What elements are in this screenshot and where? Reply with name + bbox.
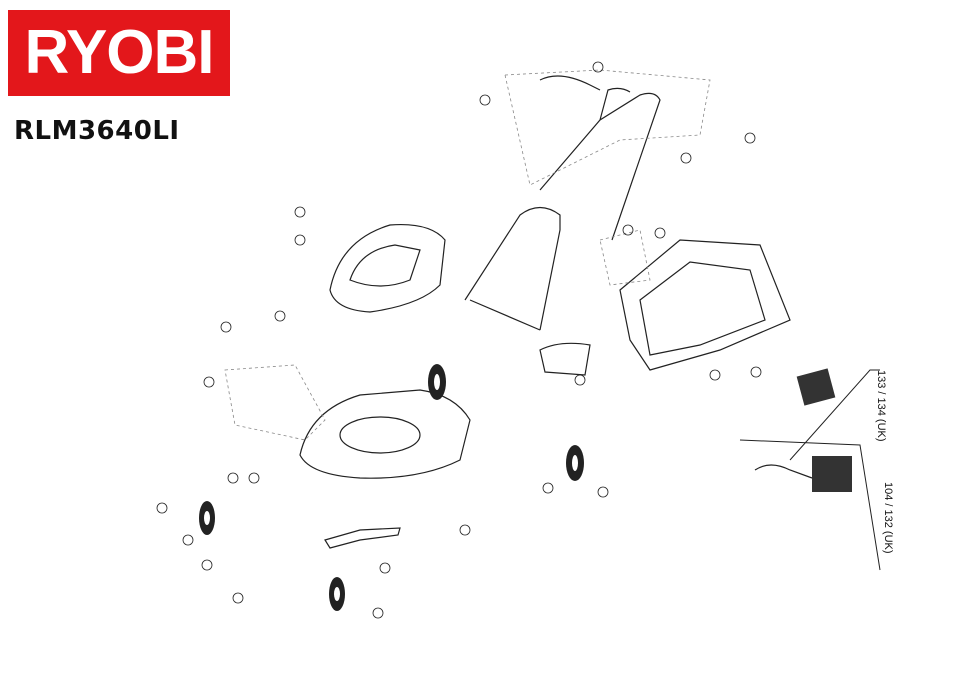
charger-icon xyxy=(754,456,852,492)
brand-name: RYOBI xyxy=(24,18,214,87)
model-number: RLM3640LI xyxy=(14,116,180,146)
battery-callout: 133 / 134 (UK) xyxy=(875,370,887,442)
handle-cable xyxy=(539,75,601,91)
blade xyxy=(324,527,401,549)
grass-bag xyxy=(619,239,791,371)
deck xyxy=(299,389,471,479)
rear-flap xyxy=(539,342,591,376)
handle-lower xyxy=(464,206,561,331)
battery-icon xyxy=(796,368,836,406)
motor-housing xyxy=(329,223,446,313)
handle-upper xyxy=(539,87,661,241)
charger-callout: 104 / 132 (UK) xyxy=(882,482,894,554)
ryobi-logo: RYOBI xyxy=(8,10,230,96)
